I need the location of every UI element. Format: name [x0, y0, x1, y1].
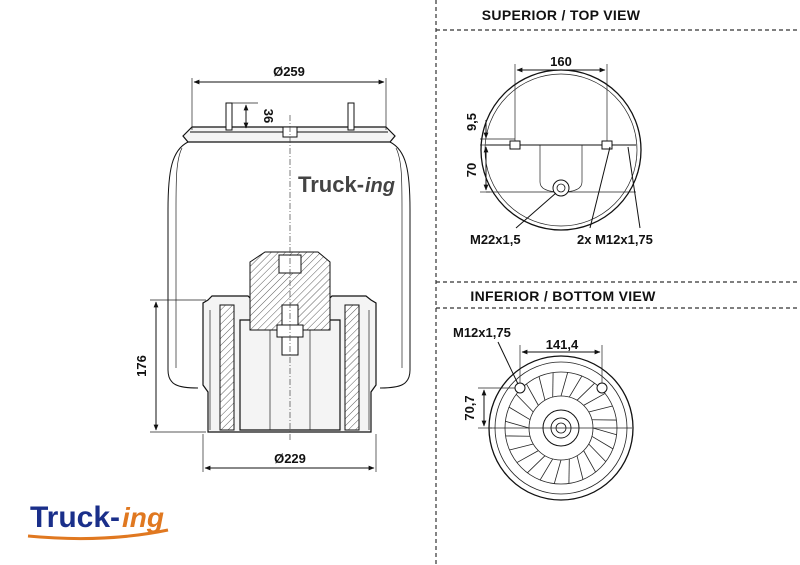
label-bottom-thread: M12x1,75	[453, 325, 511, 340]
bottom-rib	[576, 382, 595, 401]
bottom-rib	[553, 459, 562, 484]
label-stud-thread: 2x M12x1,75	[577, 232, 653, 247]
bottom-rib	[515, 394, 534, 413]
bottom-rib	[583, 450, 596, 473]
bottom-rib	[516, 450, 539, 463]
bottom-rib	[526, 383, 539, 406]
bottom-rib	[576, 455, 584, 480]
dim-offset-large: 70	[464, 163, 479, 177]
bottom-view-heading: INFERIOR / BOTTOM VIEW	[470, 288, 656, 304]
dim-bottom-spacing: 141,4	[546, 337, 579, 352]
bottom-rib	[560, 372, 569, 397]
view-dividers	[435, 0, 800, 565]
side-watermark-main: Truck-	[298, 172, 364, 197]
bottom-rib	[588, 443, 607, 462]
bottom-view	[488, 355, 634, 501]
bottom-rib	[591, 435, 614, 450]
bottom-rib	[592, 427, 617, 436]
dim-height: 176	[134, 355, 149, 377]
bottom-rib	[508, 406, 531, 421]
logo-main-text: Truck-	[30, 501, 120, 534]
side-dimensions	[150, 78, 387, 472]
top-dimensions	[480, 64, 641, 229]
dim-bottom-offset: 70,7	[462, 395, 477, 420]
top-view	[480, 69, 642, 231]
bottom-rib	[505, 420, 530, 429]
bottom-rib	[538, 376, 546, 401]
bottom-rib	[568, 375, 583, 398]
bottom-rib	[509, 443, 534, 451]
side-view	[167, 102, 411, 440]
dim-stud-height: 36	[261, 109, 276, 123]
bottom-rib	[583, 393, 606, 406]
side-watermark-suffix: ing	[365, 175, 395, 197]
top-view-heading: SUPERIOR / TOP VIEW	[482, 7, 641, 23]
logo-swoosh	[27, 528, 169, 540]
dim-top-diameter: Ø259	[273, 64, 305, 79]
bottom-rib	[588, 405, 613, 413]
dim-bottom-diameter: Ø229	[274, 451, 306, 466]
bottom-rib	[527, 455, 546, 474]
bottom-dimensions	[478, 341, 603, 429]
bottom-rib	[539, 458, 554, 481]
logo-suffix-text: ing	[122, 502, 164, 533]
brand-logo: Truck- ing	[27, 501, 169, 540]
dim-offset-small: 9,5	[464, 113, 479, 131]
dim-stud-spacing: 160	[550, 54, 572, 69]
label-center-thread: M22x1,5	[470, 232, 521, 247]
